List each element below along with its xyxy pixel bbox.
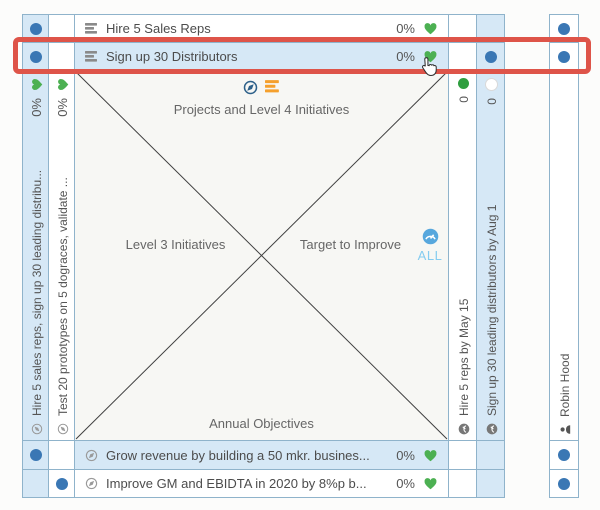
heart-icon [423, 22, 438, 35]
correlation-dot [29, 50, 42, 63]
objective-row[interactable]: Improve GM and EBIDTA in 2020 by 8%p b..… [74, 469, 449, 498]
correlation-cell[interactable] [476, 42, 505, 71]
initiative-label: Hire 5 sales reps, sign up 30 leading di… [29, 169, 44, 416]
correlation-cell[interactable] [549, 14, 579, 43]
target-value: 0 [484, 98, 499, 105]
heart-icon [57, 78, 69, 91]
correlation-cell[interactable] [448, 14, 477, 43]
correlation-dot [558, 449, 570, 461]
x-diagonals [75, 71, 448, 440]
objective-label: Grow revenue by building a 50 mkr. busin… [106, 447, 370, 463]
correlation-cell[interactable] [549, 469, 579, 498]
target-column[interactable]: Hire 5 reps by May 15 0 [448, 70, 477, 441]
compass-icon [57, 423, 69, 435]
correlation-dot [558, 477, 570, 490]
correlation-cell[interactable] [22, 469, 49, 498]
quadrant-label-left: Level 3 Initiatives [125, 237, 226, 252]
correlation-cell[interactable] [549, 440, 579, 470]
gauge-icon [458, 423, 470, 435]
heart-icon [423, 50, 438, 63]
progress-value: 0% [396, 476, 415, 491]
initiative-label: Hire 5 Sales Reps [106, 21, 211, 36]
objective-label: Improve GM and EBIDTA in 2020 by 8%p b..… [106, 476, 367, 491]
owner-label: Robin Hood [558, 353, 572, 417]
initiative-label: Sign up 30 Distributors [106, 49, 238, 64]
quadrant-label-bottom: Annual Objectives [209, 416, 314, 431]
compass-icon [85, 477, 98, 490]
heart-icon [423, 477, 438, 490]
correlation-cell[interactable] [476, 14, 505, 43]
heart-icon [423, 449, 438, 462]
compass-icon [85, 449, 98, 462]
target-column[interactable]: Sign up 30 leading distributors by Aug 1… [476, 70, 505, 441]
stack-icon [85, 51, 98, 62]
correlation-cell[interactable] [22, 14, 49, 43]
quadrant-label-right: Target to Improve [299, 237, 402, 252]
correlation-cell[interactable] [48, 14, 75, 43]
quadrant-label-top: Projects and Level 4 Initiatives [173, 102, 350, 117]
correlation-cell[interactable] [22, 42, 49, 71]
status-circle-green [458, 78, 469, 89]
stack-icon[interactable] [265, 80, 280, 95]
gauge-icon[interactable] [422, 228, 439, 245]
target-label: Hire 5 reps by May 15 [456, 298, 471, 416]
correlation-cell[interactable] [48, 440, 75, 470]
gauge-icon [486, 423, 498, 435]
correlation-dot [55, 477, 68, 490]
initiative-label: Test 20 prototypes on 5 dograces, valida… [55, 177, 70, 416]
progress-value: 0% [396, 447, 415, 463]
initiative-row-selected[interactable]: Sign up 30 Distributors 0% [74, 42, 449, 71]
correlation-cell[interactable] [448, 440, 477, 470]
progress-value: 0% [55, 98, 70, 117]
correlation-cell[interactable] [448, 42, 477, 71]
stack-icon [85, 23, 98, 34]
compass-icon [31, 423, 43, 435]
correlation-dot [558, 50, 570, 63]
heart-icon [31, 78, 43, 91]
target-value: 0 [456, 96, 471, 103]
compass-icon[interactable] [243, 80, 258, 95]
correlation-cell[interactable] [476, 440, 505, 470]
target-label: Sign up 30 leading distributors by Aug 1 [484, 204, 499, 416]
target-scope-label[interactable]: ALL [417, 248, 443, 263]
correlation-cell[interactable] [48, 42, 75, 71]
correlation-cell[interactable] [476, 469, 505, 498]
level3-initiative-column[interactable]: Hire 5 sales reps, sign up 30 leading di… [22, 70, 49, 441]
person-icon [560, 424, 571, 435]
owner-column[interactable]: Robin Hood [549, 70, 579, 441]
progress-value: 0% [396, 49, 415, 64]
correlation-dot [29, 449, 42, 461]
objective-row[interactable]: Grow revenue by building a 50 mkr. busin… [74, 440, 449, 470]
correlation-dot [484, 50, 497, 63]
status-circle-white [485, 78, 498, 91]
correlation-cell[interactable] [22, 440, 49, 470]
correlation-dot [29, 22, 42, 35]
correlation-cell[interactable] [549, 42, 579, 71]
correlation-cell[interactable] [448, 469, 477, 498]
correlation-cell[interactable] [48, 469, 75, 498]
initiative-row[interactable]: Hire 5 Sales Reps 0% [74, 14, 449, 43]
correlation-dot [558, 22, 570, 35]
progress-value: 0% [396, 21, 415, 36]
level3-initiative-column[interactable]: Test 20 prototypes on 5 dograces, valida… [48, 70, 75, 441]
x-matrix-center: Projects and Level 4 Initiatives Level 3… [74, 70, 449, 441]
progress-value: 0% [29, 98, 44, 117]
